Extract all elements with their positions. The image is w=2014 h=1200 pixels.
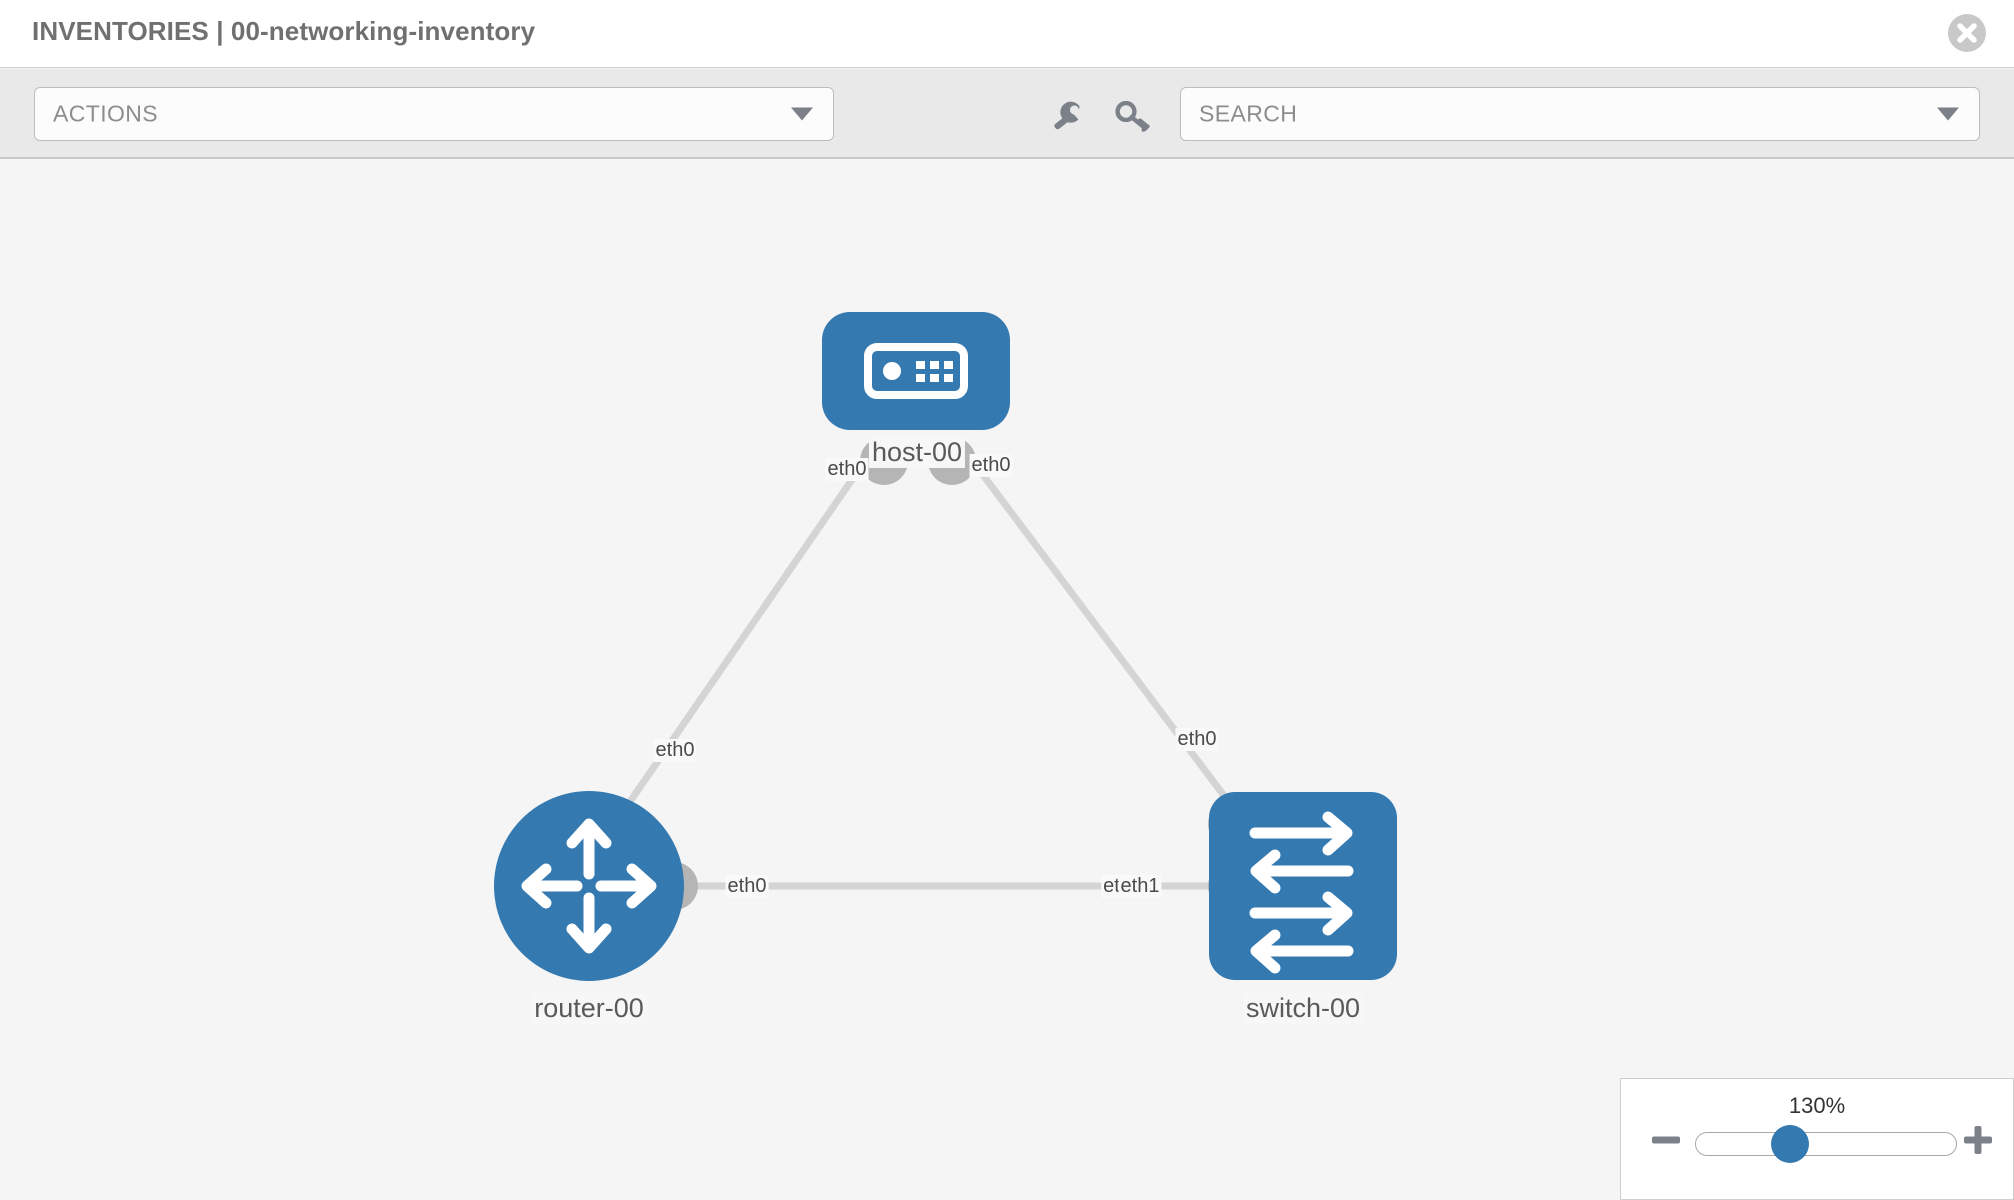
key-icon[interactable] xyxy=(1112,95,1154,137)
router-arrows-icon xyxy=(521,818,657,954)
close-icon[interactable] xyxy=(1948,14,1986,52)
link-group xyxy=(593,436,1261,890)
actions-dropdown-label: ACTIONS xyxy=(53,100,159,127)
iface-label: eth1 xyxy=(1118,875,1162,898)
connector-group xyxy=(650,437,1256,910)
chevron-down-icon xyxy=(791,107,813,121)
link-host-switch xyxy=(953,436,1261,844)
zoom-control-panel: 130% xyxy=(1620,1078,2014,1200)
actions-dropdown[interactable]: ACTIONS xyxy=(34,87,834,141)
toolbar: ACTIONS SEARCH xyxy=(0,69,2014,159)
zoom-percent-label: 130% xyxy=(1788,1093,1846,1118)
topology-canvas[interactable]: eth0 eth0 eth0 eth0 eth0 eth eth1 host-0… xyxy=(0,161,2014,1200)
iface-label: eth0 xyxy=(1175,728,1219,751)
server-icon xyxy=(864,343,968,399)
zoom-slider-thumb[interactable] xyxy=(1771,1125,1809,1163)
plus-icon[interactable] xyxy=(1961,1123,1995,1157)
minus-icon[interactable] xyxy=(1649,1123,1683,1157)
node-router-00 xyxy=(494,791,684,981)
iface-label: eth0 xyxy=(969,454,1013,477)
search-placeholder: SEARCH xyxy=(1199,100,1298,127)
chevron-down-icon xyxy=(1937,107,1959,121)
node-label-router-00: router-00 xyxy=(531,993,647,1024)
search-input[interactable]: SEARCH xyxy=(1180,87,1980,141)
switch-arrows-icon xyxy=(1249,811,1354,974)
topology-graph xyxy=(494,312,1397,981)
node-label-host-00: host-00 xyxy=(868,437,966,468)
node-host-00 xyxy=(822,312,1010,430)
node-label-switch-00: switch-00 xyxy=(1242,993,1364,1024)
iface-label: eth0 xyxy=(825,458,869,481)
title-bar: INVENTORIES | 00-networking-inventory xyxy=(0,0,2014,68)
wrench-icon[interactable] xyxy=(1046,95,1088,137)
node-switch-00 xyxy=(1209,792,1397,980)
iface-label: eth0 xyxy=(653,739,697,762)
zoom-slider-track[interactable] xyxy=(1695,1132,1957,1156)
page-title: INVENTORIES | 00-networking-inventory xyxy=(32,16,536,46)
iface-label: eth0 xyxy=(725,875,769,898)
link-host-router xyxy=(593,437,883,853)
